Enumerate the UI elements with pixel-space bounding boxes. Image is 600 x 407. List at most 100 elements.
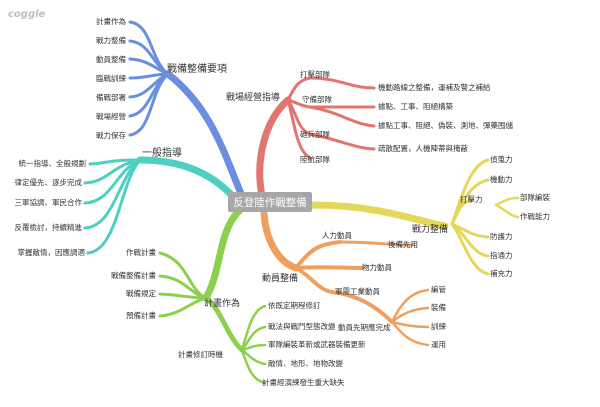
link-mob-priority-item bbox=[390, 288, 430, 324]
link-planning-item bbox=[158, 296, 208, 318]
revision-item[interactable]: 戰法與戰鬥型態改變 bbox=[268, 321, 336, 331]
mobilization-manpower-detail[interactable]: 後備先用 bbox=[388, 239, 418, 249]
battlefield-detail[interactable]: 據點工事、阻絕、偽裝、測地、彈藥囤儲 bbox=[378, 120, 513, 130]
mobilization-priority-item[interactable]: 訓練 bbox=[431, 321, 446, 331]
link-essentials bbox=[164, 70, 247, 202]
mobilization-priority-item[interactable]: 裝備 bbox=[431, 302, 446, 312]
branch-links bbox=[83, 20, 520, 385]
link-combat-item bbox=[450, 222, 490, 258]
revision-item[interactable]: 敵情、地形、地物改變 bbox=[268, 358, 343, 368]
mobilization-priority-item[interactable]: 編管 bbox=[431, 284, 446, 294]
link-combat bbox=[308, 201, 449, 230]
link-battlefield-detail bbox=[308, 132, 376, 151]
coggle-logo: coggle bbox=[8, 9, 46, 20]
combat-subitem[interactable]: 作戰能力 bbox=[520, 211, 550, 221]
battlefield-unit[interactable]: 打擊部隊 bbox=[300, 69, 330, 79]
planning-item[interactable]: 預備計畫 bbox=[126, 310, 156, 320]
link-mob-priority-item bbox=[390, 320, 430, 347]
link-revision-item bbox=[240, 348, 267, 366]
battlefield-unit[interactable]: 砲兵部隊 bbox=[300, 129, 330, 139]
link-mob-manpower-detail bbox=[338, 240, 414, 247]
link-guidance-item bbox=[86, 158, 142, 255]
revision-item[interactable]: 依既定期程修訂 bbox=[268, 300, 321, 310]
link-battlefield-detail bbox=[308, 76, 376, 90]
root-label: 反登陸作戰整備 bbox=[233, 196, 307, 209]
link-mobilization bbox=[260, 210, 300, 272]
guidance-item[interactable]: 反覆檢討，持續精進 bbox=[15, 222, 83, 232]
guidance-item[interactable]: 統一指導、全般規劃 bbox=[19, 158, 87, 168]
mobilization-industry[interactable]: 軍需工業動員 bbox=[335, 286, 380, 296]
essentials-item[interactable]: 動員整備 bbox=[96, 54, 126, 64]
combat-item[interactable]: 防護力 bbox=[490, 231, 513, 241]
battlefield-detail[interactable]: 疏散配置，人機陣蒂與掩蔽 bbox=[378, 143, 468, 153]
guidance-item[interactable]: 掌握敵情，因應調適 bbox=[18, 247, 86, 257]
battlefield-detail[interactable]: 據點、工事、阻絕構築 bbox=[378, 101, 453, 111]
branch-planning-label[interactable]: 計畫作為 bbox=[204, 297, 240, 309]
link-guidance-item bbox=[88, 158, 142, 166]
mobilization-priority[interactable]: 動員先期應完成 bbox=[338, 322, 391, 332]
root-node-box bbox=[228, 192, 312, 212]
link-guidance-item bbox=[83, 158, 142, 205]
combat-item[interactable]: 打擊力 bbox=[460, 194, 483, 204]
link-revision-item bbox=[240, 325, 267, 352]
link-guidance bbox=[136, 156, 242, 206]
essentials-item[interactable]: 臨戰訓練 bbox=[96, 73, 126, 83]
essentials-item[interactable]: 戰力保存 bbox=[96, 130, 126, 140]
battlefield-unit[interactable]: 守備部隊 bbox=[302, 94, 332, 104]
guidance-item[interactable]: 三軍協調、軍民合作 bbox=[15, 197, 83, 207]
planning-item[interactable]: 作戰計畫 bbox=[126, 247, 156, 257]
branch-guidance-label[interactable]: 一般指導 bbox=[142, 146, 182, 159]
revision-item[interactable]: 計畫經演練發生重大缺失 bbox=[262, 377, 345, 387]
revision-item[interactable]: 軍隊編裝革新或武器裝備更新 bbox=[268, 339, 366, 349]
combat-item[interactable]: 偵蒐力 bbox=[490, 154, 513, 164]
link-mob-manpower bbox=[294, 240, 342, 270]
mobilization-manpower[interactable]: 人力動員 bbox=[322, 230, 352, 240]
combat-item[interactable]: 機動力 bbox=[490, 174, 513, 184]
essentials-item[interactable]: 備戰部署 bbox=[96, 92, 126, 102]
link-guidance-item bbox=[83, 158, 142, 230]
combat-subitem[interactable]: 部隊編裝 bbox=[520, 192, 550, 202]
essentials-item[interactable]: 戰場經營 bbox=[96, 111, 126, 121]
link-essentials-item bbox=[128, 57, 170, 76]
link-revision-item bbox=[240, 343, 267, 352]
link-battlefield-unit bbox=[286, 76, 312, 102]
link-combat-sub bbox=[494, 196, 520, 207]
mobilization-priority-item[interactable]: 運用 bbox=[431, 340, 446, 349]
battlefield-detail[interactable]: 機動路線之整備，運補及警之補給 bbox=[378, 82, 491, 92]
link-combat-item bbox=[450, 198, 474, 226]
link-guidance-item bbox=[83, 158, 142, 185]
link-mob-material bbox=[294, 265, 364, 270]
root-node[interactable]: 反登陸作戰整備 bbox=[228, 192, 312, 212]
branch-battlefield-label[interactable]: 戰場經營指導 bbox=[226, 91, 280, 103]
link-essentials-item bbox=[128, 72, 170, 137]
link-revision bbox=[203, 295, 245, 353]
combat-item[interactable]: 指通力 bbox=[490, 250, 513, 260]
essentials-item[interactable]: 計畫作為 bbox=[96, 16, 126, 26]
link-battlefield-detail bbox=[308, 105, 376, 128]
link-mob-priority bbox=[330, 290, 394, 324]
link-mob-priority-item bbox=[390, 320, 430, 329]
combat-item[interactable]: 補充力 bbox=[490, 268, 513, 278]
branch-essentials-label[interactable]: 戰備整備要項 bbox=[167, 62, 227, 75]
essentials-item[interactable]: 戰力整備 bbox=[96, 35, 126, 45]
link-essentials-item bbox=[128, 20, 170, 76]
link-combat-sub bbox=[494, 203, 520, 219]
link-essentials-item bbox=[128, 39, 170, 76]
link-planning bbox=[202, 206, 244, 302]
mobilization-material[interactable]: 物力動員 bbox=[362, 262, 392, 272]
link-battlefield bbox=[256, 96, 292, 200]
planning-item[interactable]: 戰備整備計畫 bbox=[111, 270, 156, 280]
guidance-item[interactable]: 律定優先、逐步完成 bbox=[15, 177, 83, 187]
link-mob-industry bbox=[294, 266, 334, 294]
battlefield-unit[interactable]: 陸航部隊 bbox=[300, 154, 330, 164]
branch-combat-label[interactable]: 戰力整備 bbox=[412, 223, 448, 235]
branch-mobilization-label[interactable]: 動員整備 bbox=[262, 272, 298, 284]
link-combat-item bbox=[450, 222, 490, 276]
link-revision-item bbox=[240, 348, 267, 385]
revision-label[interactable]: 計畫修訂時機 bbox=[178, 349, 223, 359]
planning-item[interactable]: 戰備規定 bbox=[126, 288, 156, 298]
link-battlefield-unit bbox=[286, 98, 312, 160]
link-mob-priority-item bbox=[390, 306, 430, 324]
